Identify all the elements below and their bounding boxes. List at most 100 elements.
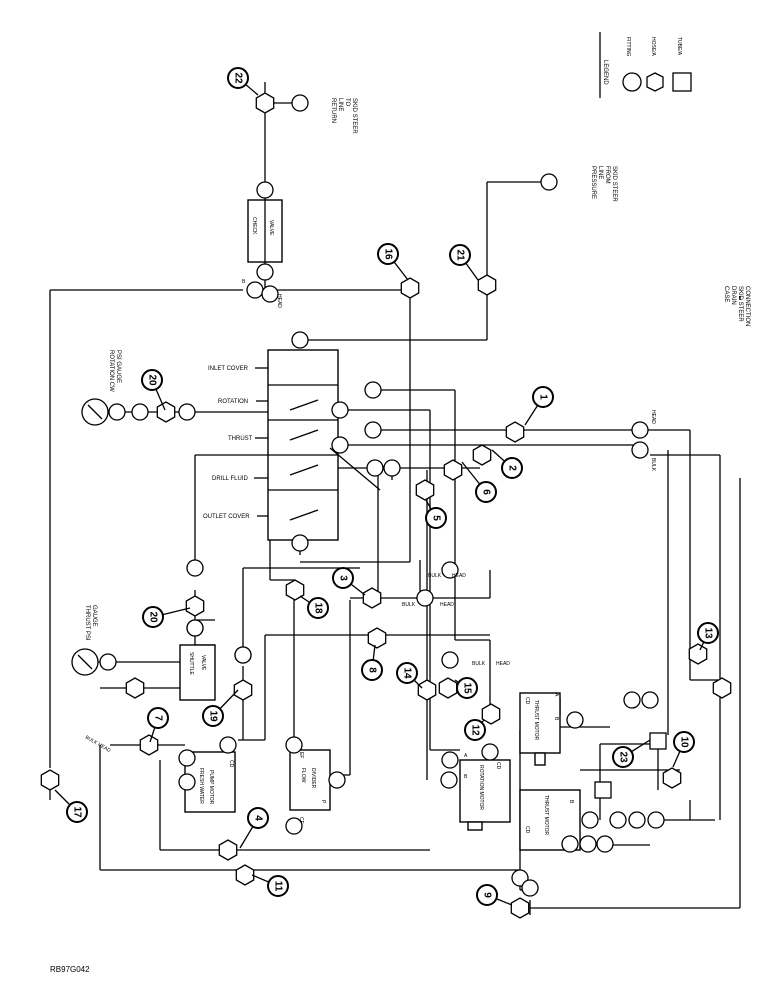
hose-fittings <box>40 92 732 919</box>
callout-10: 10 <box>672 731 695 768</box>
thrust-motor-upper: THRUST MOTOR A B CD <box>519 691 659 766</box>
hose-hexagon <box>688 643 708 665</box>
svg-text:SHUTTLE: SHUTTLE <box>188 652 194 675</box>
callout-22: 22 <box>227 67 259 96</box>
callout-13: 13 <box>697 622 719 651</box>
callout-5: 5 <box>425 499 447 529</box>
hose-hexagon <box>125 677 145 699</box>
callout-11: 11 <box>251 874 289 897</box>
fresh-water-pump-motor: FRESH WATER PUMP MOTOR A B CD BULK HEAD <box>84 735 237 813</box>
callout-label: 13 <box>703 627 714 639</box>
hose-hexagon <box>443 459 463 481</box>
svg-text:ROTATION CW: ROTATION CW <box>108 350 114 392</box>
flow-divider: FLOW DIVIDER EF CF P <box>285 736 346 835</box>
hose-hexagon <box>362 587 382 609</box>
callout-7: 7 <box>147 707 169 743</box>
control-valve-bank: INLET COVER ROTATION THRUST DRILL FLUID … <box>203 331 401 552</box>
fittings: HEAD BULK BULK HEAD BULK HEAD BULK HEAD <box>186 94 656 897</box>
hose-hexagon <box>139 734 159 756</box>
callout-2: 2 <box>491 449 523 479</box>
svg-text:ROTATION MOTOR: ROTATION MOTOR <box>478 765 484 810</box>
callout-label: 14 <box>402 667 413 679</box>
svg-text:A: A <box>464 753 468 759</box>
svg-text:HEAD: HEAD <box>650 410 656 424</box>
svg-text:B: B <box>464 774 468 780</box>
hose-hexagon <box>481 703 501 725</box>
svg-text:LINE: LINE <box>337 98 343 111</box>
svg-text:PRESSURE: PRESSURE <box>590 166 596 199</box>
callout-label: 18 <box>313 602 324 614</box>
svg-text:CD: CD <box>228 760 234 768</box>
hose-hexagon <box>367 627 387 649</box>
callout-19: 19 <box>202 689 239 727</box>
callout-label: 17 <box>72 806 83 818</box>
svg-text:FROM: FROM <box>604 166 610 184</box>
rotation-motor: ROTATION MOTOR A B CD <box>440 743 511 831</box>
callout-21: 21 <box>449 244 479 281</box>
rotation-gauge-note: ROTATION CW PSI GAUGE <box>108 350 121 392</box>
svg-text:CF: CF <box>298 817 304 824</box>
callout-20: 20 <box>141 369 166 411</box>
svg-text:BULK HEAD: BULK HEAD <box>84 735 112 755</box>
callout-label: 10 <box>679 736 690 748</box>
valve-outlet-cover: OUTLET COVER <box>203 514 250 520</box>
hose-hexagon <box>255 92 275 114</box>
hose-hexagon <box>40 769 60 791</box>
callout-label: 15 <box>462 682 473 694</box>
svg-text:SKID STEER: SKID STEER <box>351 98 357 134</box>
valve-inlet-cover: INLET COVER <box>208 366 249 372</box>
svg-text:VALVE: VALVE <box>268 220 274 236</box>
hose-hexagon <box>662 767 682 789</box>
svg-text:PUMP MOTOR: PUMP MOTOR <box>208 770 214 805</box>
callout-14: 14 <box>396 662 423 689</box>
svg-text:CD: CD <box>524 826 530 834</box>
valve-thrust: THRUST <box>228 436 253 442</box>
callout-8: 8 <box>361 644 383 681</box>
thrust-gauge-note: THRUST PSI GAUGE <box>84 605 97 641</box>
svg-text:CASE: CASE <box>723 286 729 302</box>
hose-hexagon <box>505 421 525 443</box>
callout-15: 15 <box>454 677 478 699</box>
callout-9: 9 <box>476 884 513 906</box>
svg-text:THRUST PSI: THRUST PSI <box>84 605 90 641</box>
hose-hexagon <box>472 444 492 466</box>
hydraulic-lines <box>49 82 741 915</box>
legend: LEGEND FITTING HOSE/A TUBE/A <box>599 32 692 98</box>
svg-text:BULK: BULK <box>402 602 416 608</box>
callout-6: 6 <box>461 461 497 503</box>
callout-label: 8 <box>367 667 378 673</box>
callout-label: 20 <box>148 611 159 623</box>
legend-hose: HOSE/A <box>650 37 656 57</box>
callout-label: 2 <box>507 465 518 471</box>
svg-text:DRAIN: DRAIN <box>730 286 736 305</box>
callout-label: 19 <box>208 710 219 722</box>
hose-legend-icon <box>646 72 664 92</box>
hose-hexagon <box>156 401 176 423</box>
hose-hexagon <box>417 679 437 701</box>
callout-23: 23 <box>612 739 651 768</box>
notes: RETURN LINE TO SKID STEER PRESSURE LINE … <box>84 98 750 641</box>
svg-text:P: P <box>320 800 326 804</box>
svg-text:FRESH WATER: FRESH WATER <box>198 768 204 804</box>
callout-label: 9 <box>482 892 493 898</box>
callout-16: 16 <box>377 243 409 281</box>
callout-4: 4 <box>239 807 269 849</box>
svg-text:SKID STEER: SKID STEER <box>611 166 617 202</box>
callout-label: 6 <box>481 489 492 495</box>
valve-rotation: ROTATION <box>218 399 248 405</box>
callout-label: 3 <box>338 575 349 581</box>
svg-text:LINE: LINE <box>597 166 603 179</box>
callout-18: 18 <box>299 595 329 619</box>
callout-label: 20 <box>147 374 158 386</box>
check-valve: CHECK VALVE B HEAD <box>242 181 283 308</box>
rotation-gauge <box>81 398 196 426</box>
hose-hexagon <box>712 677 732 699</box>
fitting-legend-icon <box>622 72 642 92</box>
legend-fitting: FITTING <box>625 37 631 57</box>
svg-text:SKID STEER: SKID STEER <box>737 286 743 322</box>
svg-text:HEAD: HEAD <box>452 573 466 579</box>
svg-text:CONNECTION: CONNECTION <box>744 286 750 326</box>
svg-text:HEAD: HEAD <box>440 602 454 608</box>
